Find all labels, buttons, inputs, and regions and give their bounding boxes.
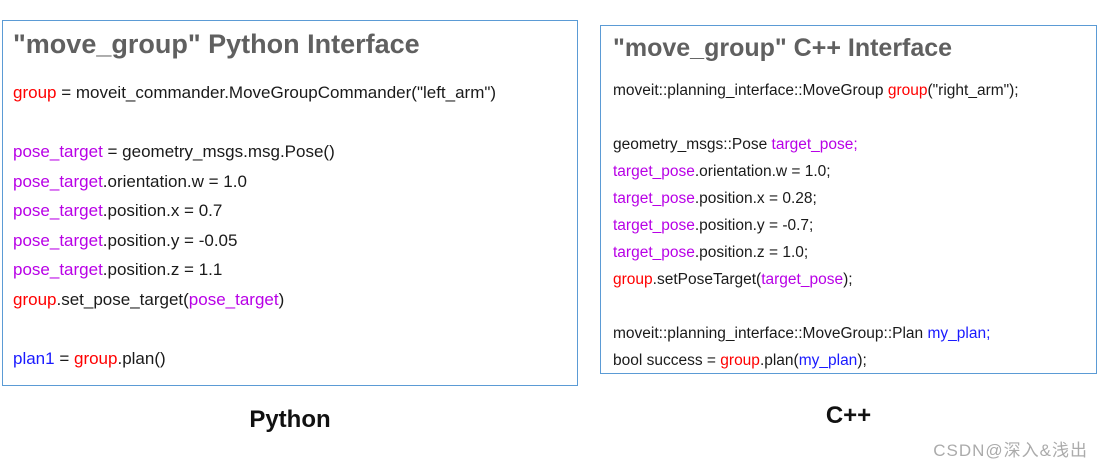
code-segment: group [13, 289, 57, 309]
code-line-blank [13, 108, 567, 138]
code-line: geometry_msgs::Pose target_pose; [613, 131, 1084, 158]
code-segment: = moveit_commander.MoveGroupCommander("l… [56, 83, 497, 102]
code-line: pose_target = geometry_msgs.msg.Pose() [13, 137, 567, 167]
python-caption: Python [249, 406, 331, 433]
code-segment: target_pose [613, 163, 695, 180]
code-segment: my_plan [798, 352, 858, 369]
code-segment: group [613, 271, 653, 288]
code-segment: bool success = [613, 352, 721, 369]
code-segment: pose_target [13, 260, 103, 279]
code-segment: target_pose; [771, 136, 858, 153]
code-segment: .position.x = 0.28; [694, 190, 817, 207]
cpp-code-block: moveit::planning_interface::MoveGroup gr… [613, 77, 1084, 374]
code-line: pose_target.position.y = -0.05 [13, 226, 567, 256]
code-segment: target_pose [613, 244, 695, 261]
code-segment: pose_target [188, 289, 279, 309]
code-segment: target_pose [613, 190, 695, 207]
code-segment: .position.z = 1.1 [102, 260, 223, 279]
code-segment: .setPoseTarget( [652, 271, 762, 288]
code-segment: .position.y = -0.7; [694, 217, 814, 234]
python-code-block: group = moveit_commander.MoveGroupComman… [13, 78, 567, 373]
python-panel-title: "move_group" Python Interface [13, 29, 420, 59]
code-segment: = [54, 348, 74, 368]
code-line: pose_target.position.x = 0.7 [13, 196, 567, 226]
code-segment: .position.x = 0.7 [102, 201, 223, 220]
code-segment: ("right_arm"); [927, 82, 1019, 99]
code-line: moveit::planning_interface::MoveGroup gr… [613, 77, 1084, 104]
code-line: group = moveit_commander.MoveGroupComman… [13, 78, 567, 108]
code-segment: .orientation.w = 1.0 [102, 171, 247, 191]
code-segment: my_plan; [927, 325, 991, 342]
code-segment: target_pose [761, 271, 844, 288]
cpp-code-panel: "move_group" C++ Interface moveit::plann… [600, 25, 1097, 374]
code-segment: group [887, 82, 928, 99]
cpp-panel-title: "move_group" C++ Interface [613, 34, 953, 62]
code-line-blank [613, 293, 1084, 320]
code-line: plan1 = group.plan() [13, 344, 567, 374]
code-line: bool success = group.plan(my_plan); [613, 347, 1084, 374]
code-line: pose_target.orientation.w = 1.0 [13, 167, 567, 197]
code-segment: pose_target [13, 230, 103, 250]
code-line: group.set_pose_target(pose_target) [13, 285, 567, 315]
code-line: target_pose.position.z = 1.0; [613, 239, 1084, 266]
code-segment: pose_target [13, 142, 103, 161]
code-line: moveit::planning_interface::MoveGroup::P… [613, 320, 1084, 347]
csdn-watermark: CSDN@深入&浅出 [933, 441, 1088, 460]
code-segment: group [720, 352, 760, 369]
code-segment: ); [843, 271, 853, 288]
code-segment: .position.y = -0.05 [102, 230, 238, 250]
code-segment: pose_target [13, 201, 103, 220]
code-segment: pose_target [13, 171, 103, 191]
code-segment: moveit::planning_interface::MoveGroup [613, 82, 888, 99]
code-segment: moveit::planning_interface::MoveGroup::P… [613, 325, 928, 342]
code-segment: group [13, 83, 57, 102]
code-line: target_pose.position.x = 0.28; [613, 185, 1084, 212]
code-line: group.setPoseTarget(target_pose); [613, 266, 1084, 293]
code-segment: target_pose [613, 217, 695, 234]
code-segment: .plan( [759, 352, 799, 369]
code-segment: .orientation.w = 1.0; [694, 163, 831, 180]
code-line-blank [13, 314, 567, 344]
code-line: target_pose.position.y = -0.7; [613, 212, 1084, 239]
code-segment: group [73, 348, 118, 368]
code-line-blank [613, 104, 1084, 131]
code-segment: ) [278, 289, 285, 309]
code-segment: = geometry_msgs.msg.Pose() [102, 142, 335, 161]
cpp-caption: C++ [825, 402, 872, 429]
python-code-panel: "move_group" Python Interface group = mo… [2, 20, 578, 386]
code-segment: .position.z = 1.0; [694, 244, 809, 261]
code-segment: geometry_msgs::Pose [613, 136, 772, 153]
code-segment: .set_pose_target( [56, 289, 189, 309]
code-line: target_pose.orientation.w = 1.0; [613, 158, 1084, 185]
code-segment: .plan() [117, 348, 166, 368]
code-segment: ); [857, 352, 867, 369]
code-line: pose_target.position.z = 1.1 [13, 255, 567, 285]
code-segment: plan1 [13, 348, 55, 368]
